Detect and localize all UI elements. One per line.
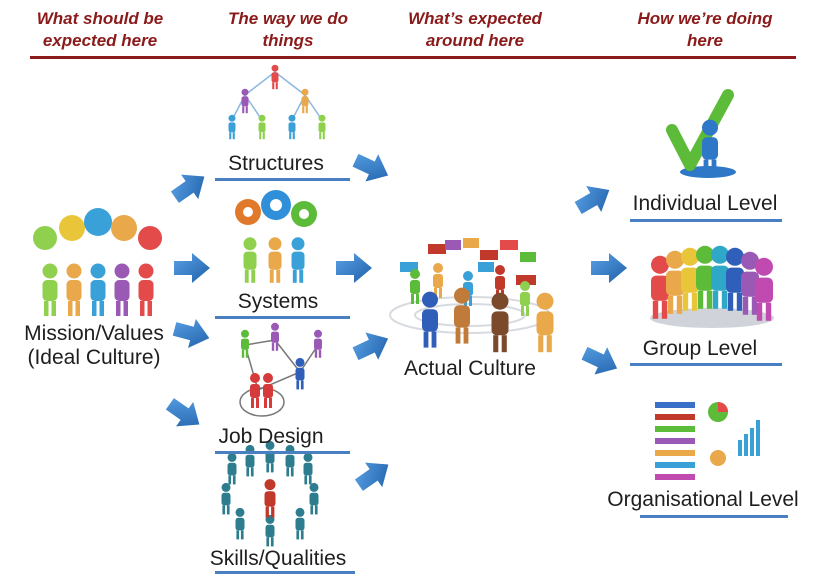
header-way-we-do-things: The way we do things — [228, 9, 348, 50]
arrow-to-systems — [174, 253, 210, 283]
arrow-to-group — [591, 253, 627, 283]
systems-underline — [215, 316, 350, 319]
header-expected-around-here: What’s expected around here — [408, 9, 542, 50]
checkmark-person-icon — [666, 89, 736, 178]
org-hierarchy-icon — [228, 64, 326, 140]
speech-crowd-icon — [389, 238, 554, 353]
mission-values-label: Mission/Values (Ideal Culture) — [24, 322, 164, 369]
group-level-label: Group Level — [642, 337, 758, 360]
arrow-structures-to-culture — [349, 146, 395, 190]
thought-bubble-people-icon — [33, 208, 162, 316]
arrow-to-organisational — [578, 339, 624, 383]
structures-label: Structures — [228, 152, 324, 175]
header-rule — [30, 56, 796, 59]
individual-level-label: Individual Level — [632, 192, 778, 215]
header-expected-here: What should be expected here — [36, 9, 164, 50]
group-people-icon — [650, 245, 774, 328]
org-chart-icon — [655, 402, 760, 480]
job-design-underline — [215, 451, 350, 454]
individual-level-underline — [630, 219, 782, 222]
gears-people-icon — [235, 190, 317, 283]
arrow-skills-to-culture — [350, 452, 397, 498]
structures-underline — [215, 178, 350, 181]
people-circle-icon — [221, 440, 319, 547]
organisational-level-underline — [640, 515, 788, 518]
arrow-to-structures — [166, 164, 213, 210]
header-how-doing-here: How we’re doing here — [637, 9, 773, 50]
job-design-label: Job Design — [218, 425, 324, 448]
group-level-underline — [630, 363, 782, 366]
skills-qualities-label: Skills/Qualities — [209, 547, 347, 570]
skills-qualities-underline — [215, 571, 355, 574]
systems-label: Systems — [237, 290, 319, 313]
arrow-to-individual — [570, 177, 617, 221]
arrow-systems-to-culture — [336, 253, 372, 283]
organisational-level-label: Organisational Level — [607, 488, 799, 511]
actual-culture-label: Actual Culture — [404, 357, 536, 380]
arrow-to-skills — [161, 391, 208, 437]
network-people-icon — [239, 322, 322, 417]
